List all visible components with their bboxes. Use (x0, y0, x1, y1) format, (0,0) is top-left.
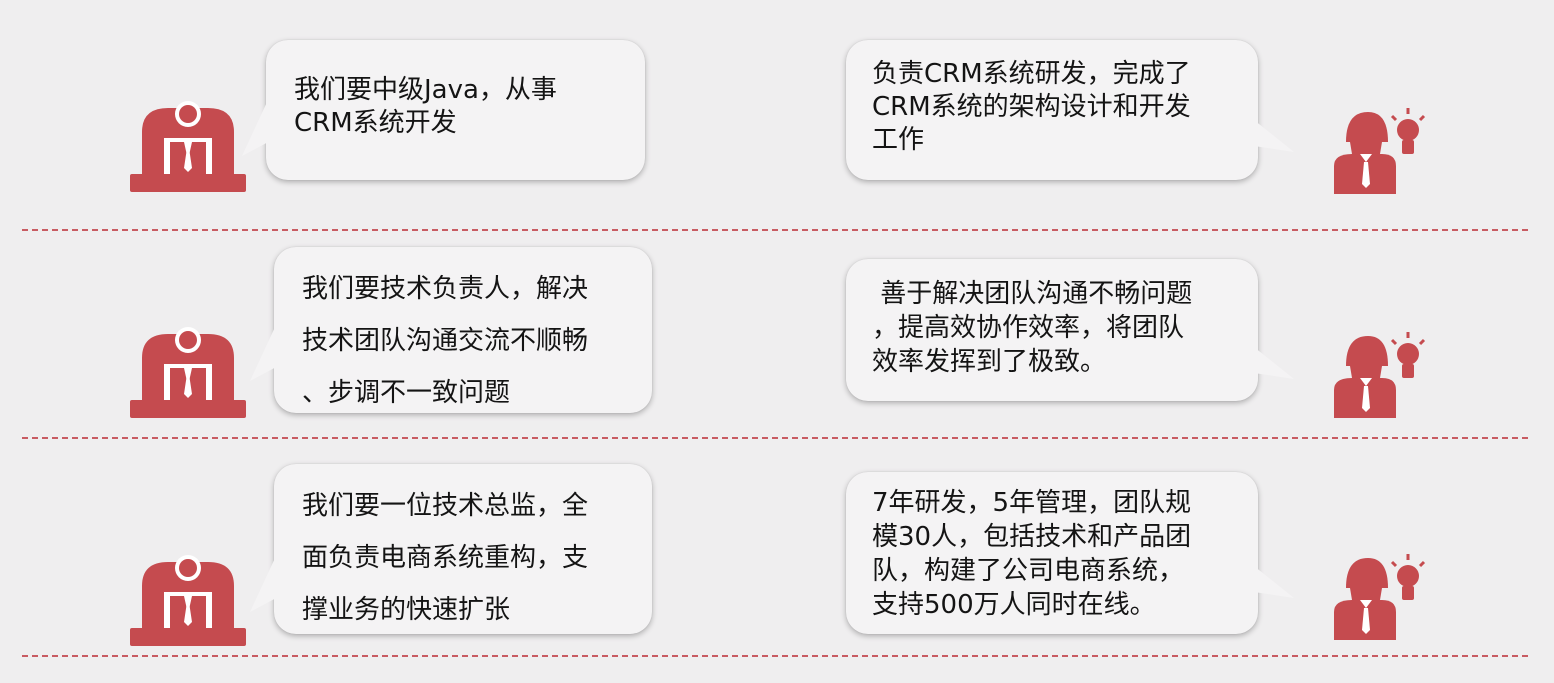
response-text-2: 善于解决团队沟通不畅问题 ，提高效协作效率，将团队 效率发挥到了极致。 (872, 279, 1193, 377)
requirement-text-3: 我们要一位技术总监，全 面负责电商系统重构，支 撑业务的快速扩张 (302, 491, 589, 625)
requirement-bubble-1: 我们要中级Java，从事 CRM系统开发 (242, 40, 645, 180)
requirement-bubble-3: 我们要一位技术总监，全 面负责电商系统重构，支 撑业务的快速扩张 (250, 464, 652, 634)
interviewer-icon (130, 555, 246, 646)
response-bubble-3: 7年研发，5年管理，团队规 模30人，包括技术和产品团 队，构建了公司电商系统，… (846, 472, 1294, 634)
requirement-text-2: 我们要技术负责人，解决 技术团队沟通交流不顺畅 、步调不一致问题 (302, 274, 589, 408)
interviewer-icon (130, 327, 246, 418)
row-divider-3 (22, 655, 1528, 657)
requirement-text-1: 我们要中级Java，从事 CRM系统开发 (294, 75, 557, 138)
interviewer-icon (130, 101, 246, 192)
candidate-icon (1334, 554, 1426, 640)
response-bubble-2: 善于解决团队沟通不畅问题 ，提高效协作效率，将团队 效率发挥到了极致。 (846, 259, 1294, 401)
candidate-icon (1334, 332, 1426, 418)
response-bubble-1: 负责CRM系统研发，完成了 CRM系统的架构设计和开发 工作 (846, 40, 1294, 180)
response-text-3: 7年研发，5年管理，团队规 模30人，包括技术和产品团 队，构建了公司电商系统，… (872, 488, 1192, 620)
row-divider-2 (22, 437, 1528, 439)
response-text-1: 负责CRM系统研发，完成了 CRM系统的架构设计和开发 工作 (872, 59, 1191, 155)
requirement-bubble-2: 我们要技术负责人，解决 技术团队沟通交流不顺畅 、步调不一致问题 (250, 247, 652, 413)
candidate-icon (1334, 108, 1426, 194)
row-divider-1 (22, 229, 1528, 231)
